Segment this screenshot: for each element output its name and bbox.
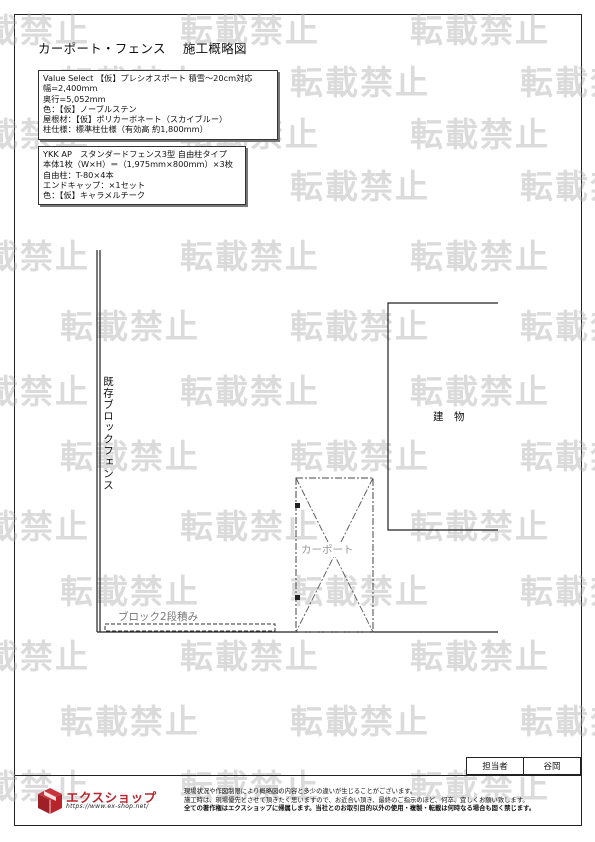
fence-spec-line: エンドキャップ：×1セット: [43, 179, 146, 190]
staff-name: 谷岡: [523, 758, 580, 774]
fence-spec-line: 自由柱：T-80×4本: [43, 169, 114, 180]
fence-spec-box: YKK AP スタンダードフェンス3型 自由柱タイプ 本体1枚（W×H）＝（1,…: [38, 146, 246, 205]
carport-spec-line: Value Select 【仮】プレシオスポート 積雪〜20cm対応: [43, 73, 253, 83]
carport-spec-line: 屋根材：【仮】ポリカーボネート（スカイブルー）: [43, 114, 228, 125]
carport-spec-line: 奥行=5,052mm: [43, 93, 106, 104]
page-title: カーポート・フェンス 施工概略図: [38, 41, 247, 56]
carport-outline: [295, 477, 374, 633]
notice-line: 施工時は、現場優先とさせて頂きたく思いますので、お近合い頂き、最終のご指示のほど…: [184, 796, 529, 804]
existing-block-fence-label: 既存ブロックフェンス: [102, 376, 114, 491]
title-block: 担当者 谷岡: [466, 757, 581, 775]
box-logo-icon: [38, 788, 62, 814]
carport-spec-line: 色：【仮】ノーブルステン: [43, 103, 137, 114]
notice-line: 全ての著作権はエクスショップに帰属します。当社とのお取引目的以外の使用・複製・転…: [184, 805, 536, 813]
page-frame: [14, 14, 582, 826]
notice-line: 現場状況や作図制限により概略図の内容と多少の違いが生じることがございます。: [184, 788, 417, 795]
fence-spec-line: 色：【仮】キャラメルチーク: [43, 190, 146, 201]
staff-label: 担当者: [482, 762, 508, 772]
carport-spec-line: 柱仕様：標準柱仕様（有効高 約1,800mm）: [43, 124, 208, 135]
carport-post: [295, 595, 300, 600]
fence-spec-line: YKK AP スタンダードフェンス3型 自由柱タイプ: [43, 149, 227, 159]
footer-notice: 現場状況や作図制限により概略図の内容と多少の違いが生じることがございます。 施工…: [184, 788, 535, 814]
carport-spec-box: Value Select 【仮】プレシオスポート 積雪〜20cm対応 幅=2,4…: [38, 70, 278, 140]
carport-spec-line: 幅=2,400mm: [43, 83, 98, 94]
fence-spec-line: 本体1枚（W×H）＝（1,975mm×800mm）×3枚: [43, 159, 233, 170]
brand-url: https://www.ex-shop.net/: [66, 803, 149, 810]
building-label: 建 物: [433, 411, 465, 423]
carport-cross-line-b: [295, 477, 374, 633]
brand-name: エクスショップ: [66, 790, 157, 805]
carport-label: カーポート: [300, 542, 355, 557]
building-outline: [387, 302, 498, 531]
carport-cross-line-a: [295, 477, 374, 633]
block-two-courses-label: ブロック2段積み: [118, 611, 199, 623]
footer-divider: [15, 775, 581, 776]
block-two-courses-outline: [104, 623, 276, 632]
carport-post: [295, 503, 300, 508]
